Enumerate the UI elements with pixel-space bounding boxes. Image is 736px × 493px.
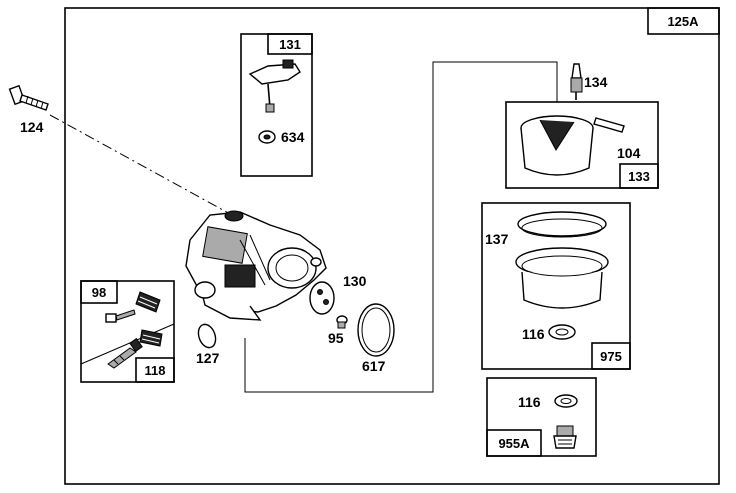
float-part	[520, 115, 625, 176]
ring-127	[197, 323, 217, 349]
spring-bottom	[139, 329, 163, 347]
screw-bottom	[107, 337, 143, 369]
box-118-label: 118	[145, 363, 166, 378]
box-975-label-box	[591, 342, 631, 370]
washer-116b	[554, 394, 578, 408]
gasket-617	[357, 303, 395, 357]
box-133-label-box	[619, 163, 659, 189]
box-975	[481, 202, 631, 370]
drain-screw	[553, 425, 577, 449]
box-133	[505, 101, 659, 189]
outer-label-box	[647, 7, 720, 35]
label-134: 134	[584, 74, 608, 90]
box-98	[80, 280, 175, 383]
bracket-line	[244, 61, 558, 393]
box-98-divider	[80, 323, 175, 365]
leader-124	[49, 114, 233, 216]
label-130: 130	[343, 273, 367, 289]
box-98-label: 98	[92, 285, 106, 300]
float-needle-part	[248, 59, 301, 113]
label-617: 617	[362, 358, 386, 374]
box-975-label: 975	[600, 349, 622, 364]
outer-frame	[64, 7, 720, 485]
box-131-label: 131	[279, 37, 301, 52]
spring-top	[135, 291, 161, 313]
label-104: 104	[617, 145, 641, 161]
screw-95	[336, 315, 348, 329]
label-116b: 116	[518, 394, 541, 410]
pin-134	[570, 63, 583, 100]
outer-label: 125A	[667, 14, 699, 29]
carburetor-body	[185, 210, 327, 321]
screw-top	[105, 309, 136, 323]
plate-130	[309, 281, 335, 315]
label-124: 124	[20, 119, 44, 135]
box-133-label: 133	[628, 169, 650, 184]
label-116a: 116	[522, 326, 545, 342]
label-95: 95	[328, 330, 344, 346]
box-118-label-box	[135, 357, 175, 383]
box-98-label-box	[80, 280, 118, 304]
screw-124	[8, 84, 49, 111]
box-955a-label: 955A	[498, 436, 530, 451]
label-634: 634	[281, 129, 305, 145]
bowl-part	[515, 211, 609, 309]
label-137: 137	[485, 231, 509, 247]
box-131	[240, 33, 313, 177]
label-127: 127	[196, 350, 220, 366]
washer-116a	[548, 324, 576, 340]
box-131-label-box	[267, 33, 313, 55]
box-955a-label-box	[486, 429, 542, 457]
